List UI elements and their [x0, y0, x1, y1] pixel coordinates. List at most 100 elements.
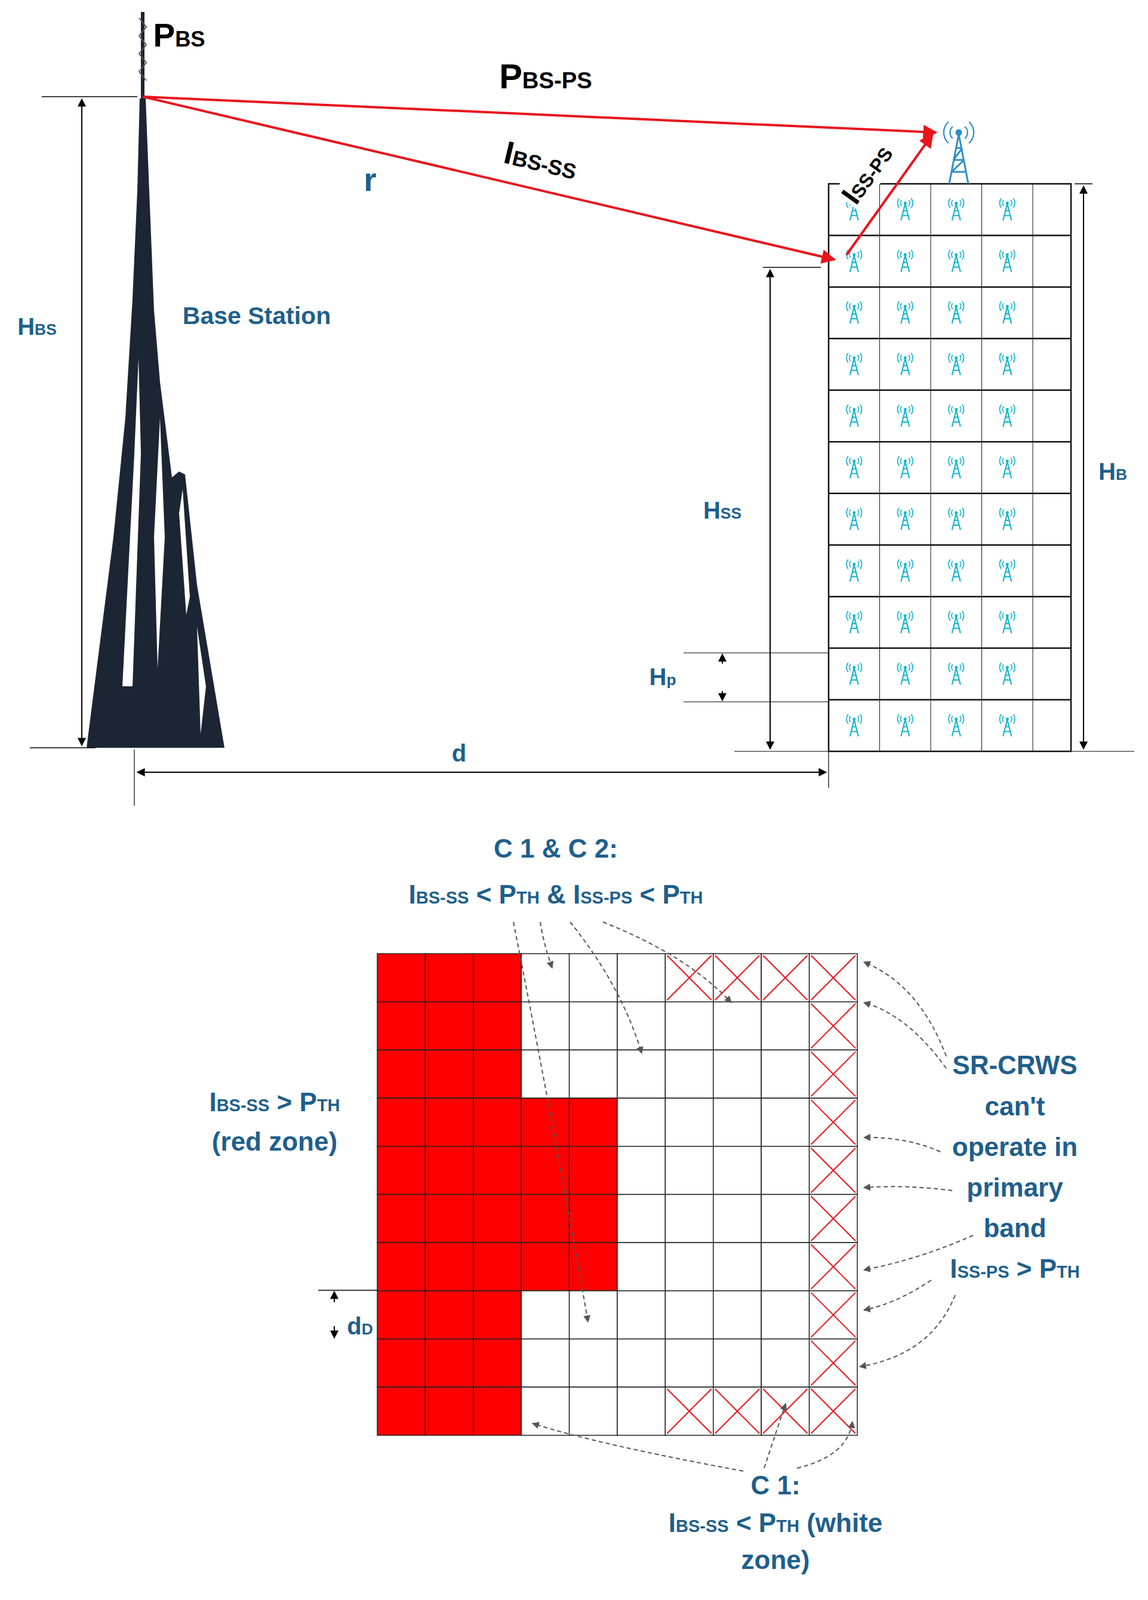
blocked-cell-cross [811, 1004, 856, 1049]
red-zone-cell [425, 1146, 473, 1196]
white-zone-cell [569, 1339, 618, 1388]
white-zone-cell [665, 1339, 713, 1388]
zone-note: IBS-SS > PTH (red zone) [208, 1082, 340, 1162]
subscript: TH [516, 888, 540, 908]
red-zone-cell [377, 1387, 426, 1436]
ss-antenna-icon [897, 250, 913, 273]
red-zone-cell [473, 953, 522, 1003]
red-zone-cell [377, 1050, 426, 1099]
ss-antenna-icon [846, 508, 863, 531]
white-zone-cell [809, 1002, 858, 1051]
ss-antenna-icon [948, 198, 965, 221]
roof-antenna [943, 121, 974, 184]
cell-line [981, 183, 983, 752]
white-zone-cell [617, 1098, 666, 1147]
ss-antenna-icon [948, 508, 965, 531]
red-zone-cell [473, 1387, 522, 1436]
red-zone-cell [521, 1242, 569, 1292]
dimension-label: HB [1098, 457, 1128, 486]
ss-antenna-icon [999, 404, 1015, 427]
white-zone-cell [761, 1146, 809, 1196]
dimension-label: HBS [17, 312, 57, 341]
subscript: BS [34, 320, 57, 339]
floor-line [828, 699, 1071, 701]
subscript: BS-PS [522, 67, 593, 94]
white-zone-cell [713, 1195, 762, 1244]
floor-line [828, 441, 1071, 443]
cell-line [930, 183, 932, 752]
ss-antenna-icon [948, 456, 965, 479]
building [828, 183, 1071, 752]
ss-antenna-icon [897, 662, 913, 685]
red-zone-cell [473, 1242, 522, 1292]
leader-line [863, 1137, 941, 1153]
ss-antenna-icon [897, 559, 913, 582]
leader-line [796, 1422, 853, 1469]
white-zone-cell [761, 1387, 809, 1436]
white-zone-cell [809, 1339, 858, 1388]
blocked-cell-cross [715, 1389, 760, 1434]
ss-antenna-icon [846, 662, 863, 685]
white-zone-cell [761, 1050, 809, 1099]
white-zone-cell [713, 953, 762, 1003]
red-zone-cell [473, 1050, 522, 1099]
white-zone-cell [713, 1339, 762, 1388]
floor-line [828, 492, 1071, 495]
ss-antenna-icon [846, 404, 863, 427]
floor-line [828, 544, 1071, 547]
ss-antenna-icon [948, 611, 965, 634]
ss-antenna-icon [999, 611, 1015, 634]
white-zone-cell [521, 1291, 569, 1340]
white-zone-cell [665, 1291, 713, 1340]
white-zone-cell [809, 1242, 858, 1292]
ss-antenna-icon [999, 301, 1015, 324]
subscript: TH [679, 888, 704, 908]
white-zone-cell [809, 1050, 858, 1099]
white-zone-cell [617, 1195, 666, 1244]
red-zone-cell [521, 1098, 569, 1147]
dimension-label: d [451, 739, 467, 768]
ss-antenna-icon [948, 353, 965, 376]
leader-line [602, 922, 732, 1003]
leader-line [570, 922, 642, 1054]
blocked-cell-cross [762, 1389, 808, 1434]
ss-antenna-icon [999, 508, 1015, 531]
subscript: B [1115, 465, 1128, 484]
leader-line [764, 1404, 786, 1469]
red-zone-cell [569, 1146, 618, 1196]
white-zone-cell [569, 953, 618, 1003]
leader-line [532, 1423, 744, 1472]
white-zone-cell [617, 1387, 666, 1436]
red-zone-cell [425, 1098, 473, 1147]
subscript: BS-SS [509, 146, 579, 185]
cell-line [879, 183, 880, 752]
white-zone-cell [761, 1242, 809, 1292]
ss-antenna-icon [897, 353, 913, 376]
white-zone-cell [809, 1291, 858, 1340]
leader-line [863, 1280, 932, 1311]
dim-arrow [333, 1291, 335, 1303]
subscript: SS-PS [580, 888, 633, 908]
subscript: TH [1056, 1262, 1080, 1282]
base-station-tower [86, 11, 225, 749]
red-zone-cell [473, 1146, 522, 1196]
signal-label: PBS-PS [499, 56, 593, 97]
white-zone-cell [521, 1387, 569, 1436]
ss-antenna-icon [948, 559, 965, 582]
white-zone-cell [617, 1242, 666, 1292]
red-zone-cell [521, 1146, 569, 1196]
white-zone-cell [521, 1050, 569, 1099]
signal-label: IBS-SS [500, 133, 582, 187]
white-zone-cell [569, 1291, 618, 1340]
zone-grid [377, 953, 858, 1436]
ss-antenna-icon [846, 611, 863, 634]
subscript: BS-SS [675, 1516, 729, 1537]
ss-antenna-icon [948, 301, 965, 324]
leader-line [863, 962, 947, 1057]
white-zone-cell [713, 1146, 762, 1196]
white-zone-cell [617, 1291, 666, 1340]
white-zone-cell [761, 1195, 809, 1244]
white-zone-cell [665, 1002, 713, 1051]
subscript: SS [720, 504, 742, 523]
